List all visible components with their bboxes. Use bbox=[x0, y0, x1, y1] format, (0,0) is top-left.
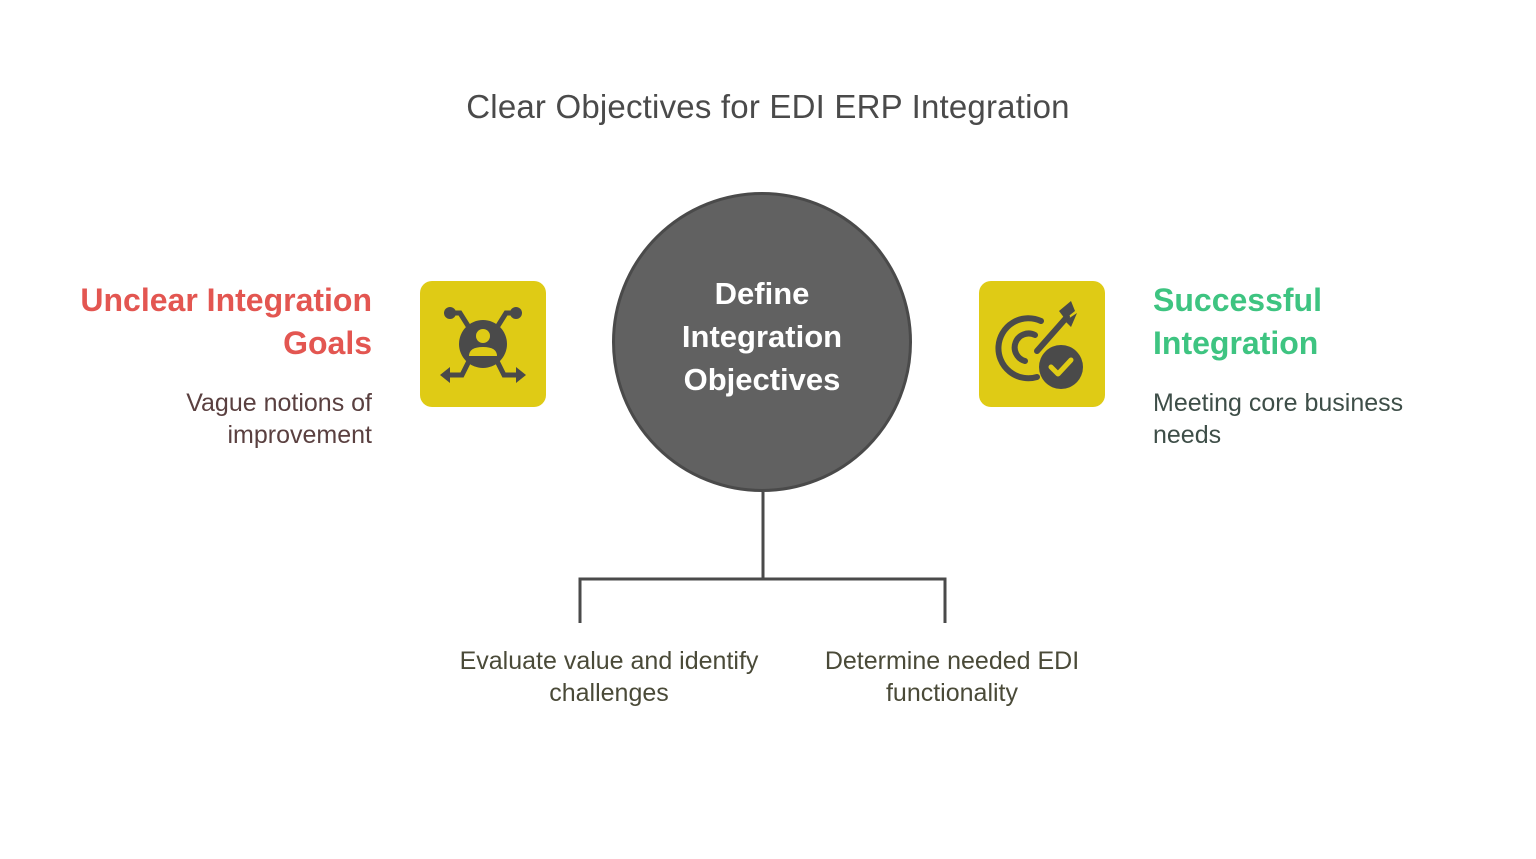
right-heading: Successful Integration bbox=[1153, 282, 1322, 361]
center-node: Define Integration Objectives bbox=[612, 192, 912, 492]
branch-item: Determine needed EDI functionality bbox=[824, 647, 1080, 707]
target-check-icon bbox=[995, 301, 1083, 389]
center-node-label: Define Integration Objectives bbox=[681, 275, 843, 397]
right-description: Meeting core business needs bbox=[1153, 389, 1404, 449]
left-icon-tile bbox=[420, 281, 546, 407]
left-description: Vague notions of improvement bbox=[186, 389, 372, 449]
right-icon-tile bbox=[979, 281, 1105, 407]
connector-bar bbox=[578, 577, 947, 623]
network-person-icon bbox=[440, 307, 526, 383]
left-heading: Unclear Integration Goals bbox=[80, 282, 372, 361]
branch-item: Evaluate value and identify challenges bbox=[459, 647, 759, 707]
diagram-title: Clear Objectives for EDI ERP Integration bbox=[466, 88, 1070, 125]
